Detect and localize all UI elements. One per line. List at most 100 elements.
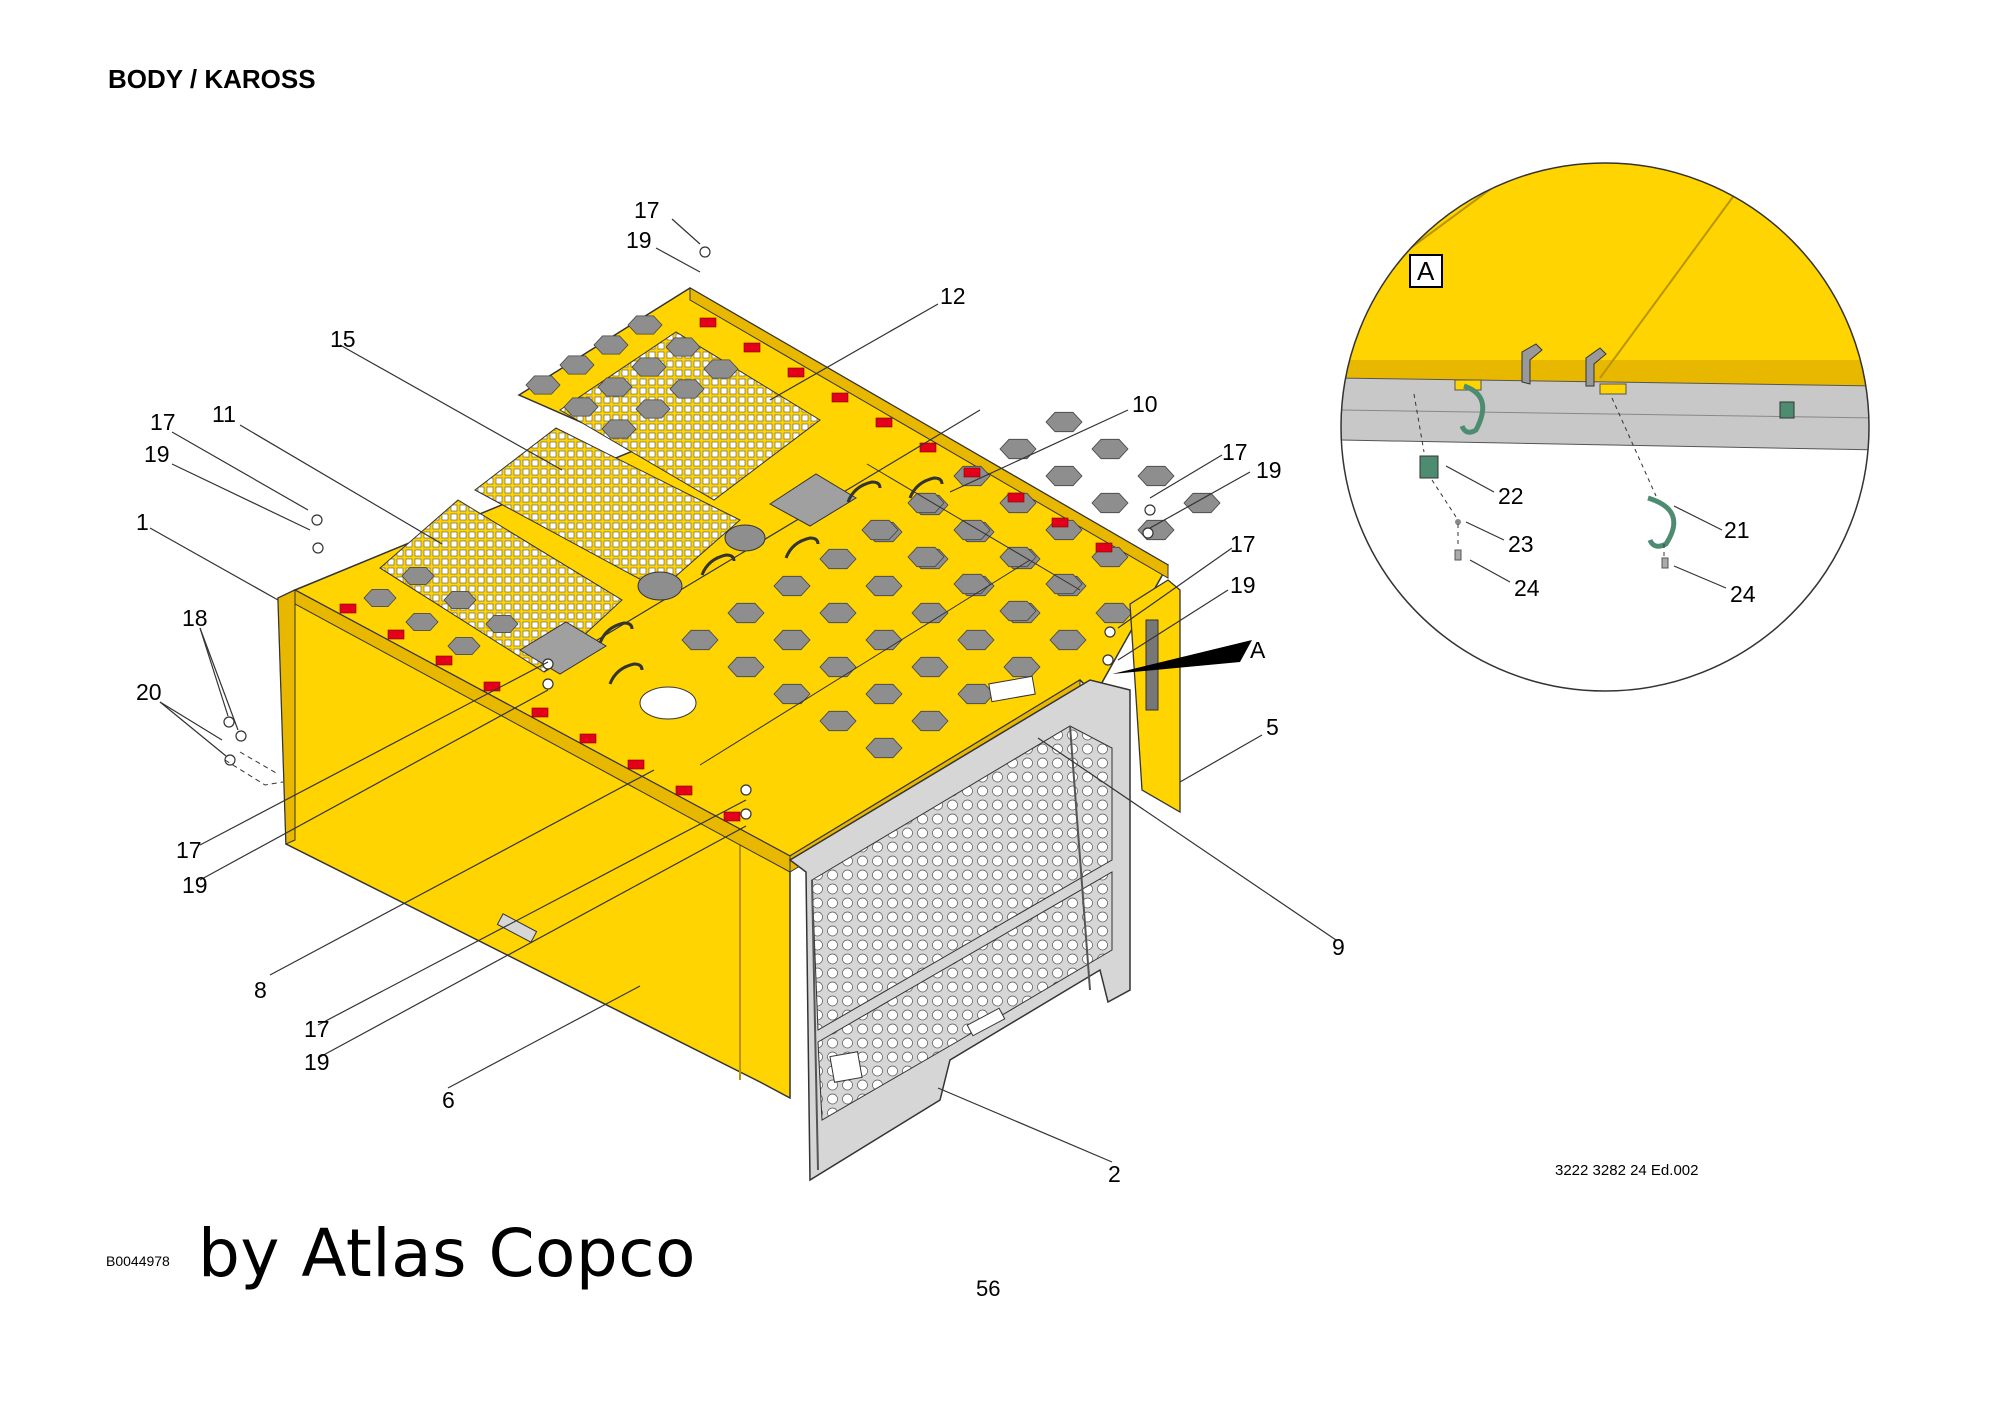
- hex-cutout: [1045, 573, 1083, 595]
- back-rim: [689, 287, 1169, 579]
- hex-cutout: [447, 637, 481, 655]
- hex-cutout: [953, 573, 991, 595]
- reflector: [743, 342, 761, 353]
- callout-17: 17: [176, 837, 202, 863]
- callout-12: 12: [940, 283, 966, 309]
- callout-10: 10: [1132, 391, 1158, 417]
- hex-cutout: [563, 397, 599, 417]
- detail-clamp-top: [1459, 383, 1486, 435]
- bolt: [235, 730, 247, 742]
- detail-a-label-box: [1409, 254, 1443, 288]
- bolt: [1144, 504, 1156, 516]
- callout-15: 15: [330, 326, 356, 352]
- mesh-grille-12: [559, 331, 821, 501]
- callout-18: 18: [182, 605, 208, 631]
- hex-cutout: [957, 683, 995, 705]
- callout-2: 2: [1108, 1161, 1121, 1187]
- callout-19: 19: [144, 441, 170, 467]
- hex-cutout: [363, 589, 397, 607]
- hex-cutout: [911, 710, 949, 732]
- hex-cutout: [593, 335, 629, 355]
- hex-cutout: [635, 399, 671, 419]
- callout-21: 21: [1724, 517, 1750, 543]
- image-code: B0044978: [106, 1253, 170, 1269]
- left-side-panel-edge: [277, 589, 296, 845]
- dashed-bolt-lines: [224, 751, 284, 786]
- bolt: [740, 808, 752, 820]
- reflector: [831, 392, 849, 403]
- hex-cutout: [559, 355, 595, 375]
- hex-cutout: [727, 656, 765, 678]
- bolt: [312, 542, 324, 554]
- reflector: [919, 442, 937, 453]
- hex-cutout: [907, 492, 945, 514]
- callout-24: 24: [1730, 581, 1756, 607]
- hex-cutout: [681, 629, 719, 651]
- reflector: [483, 681, 501, 692]
- hex-cutout: [1091, 438, 1129, 460]
- callout-17: 17: [1222, 439, 1248, 465]
- hex-cutout: [773, 629, 811, 651]
- detail-a-circle: [1340, 162, 1870, 692]
- hex-cutout: [819, 548, 857, 570]
- hex-cutout: [773, 575, 811, 597]
- hex-cutout: [665, 337, 701, 357]
- hex-cutout: [597, 377, 633, 397]
- bolt: [311, 514, 323, 526]
- round-opening: [639, 686, 697, 720]
- leader-lines: [149, 218, 1337, 1163]
- hex-cutout: [865, 683, 903, 705]
- callout-19: 19: [182, 872, 208, 898]
- hex-cutout: [601, 419, 637, 439]
- hex-cutout: [819, 602, 857, 624]
- page-number: 56: [976, 1276, 1001, 1301]
- reflector: [875, 417, 893, 428]
- hex-cutout: [1045, 465, 1083, 487]
- callout-22: 22: [1498, 483, 1524, 509]
- callout-11: 11: [212, 401, 236, 427]
- hex-cutout: [907, 546, 945, 568]
- callout-17: 17: [634, 197, 660, 223]
- callout-23: 23: [1508, 531, 1534, 557]
- bolt: [1102, 654, 1114, 666]
- grille-handle-slot: [966, 1007, 1006, 1037]
- callout-6: 6: [442, 1087, 455, 1113]
- callout-17: 17: [1230, 531, 1256, 557]
- reflector: [675, 785, 693, 796]
- watermark: by Atlas Copco: [198, 1215, 696, 1292]
- callout-20: 20: [136, 679, 162, 705]
- callout-24: 24: [1514, 575, 1540, 601]
- hex-cutout: [485, 615, 519, 633]
- perforated-area-lower: [817, 871, 1113, 1121]
- hex-cutout: [1091, 492, 1129, 514]
- detail-a-pointer-label: A: [1250, 637, 1266, 663]
- hex-cutouts: [363, 315, 1221, 759]
- hex-cutout: [865, 737, 903, 759]
- reflector: [1095, 542, 1113, 553]
- callout-5: 5: [1266, 714, 1279, 740]
- callout-19: 19: [1230, 572, 1256, 598]
- reflector: [579, 733, 597, 744]
- rect-opening: [988, 675, 1036, 703]
- callout-9: 9: [1332, 934, 1345, 960]
- callout-17: 17: [150, 409, 176, 435]
- mesh-grille-15: [474, 427, 741, 591]
- detail-clip-part-22: [1419, 455, 1439, 479]
- hex-cutout: [999, 600, 1037, 622]
- bolt: [224, 754, 236, 766]
- hex-cutout: [999, 438, 1037, 460]
- callout-8: 8: [254, 977, 267, 1003]
- perforated-area-upper: [811, 725, 1113, 1031]
- detail-leader-lines: [1445, 465, 1727, 589]
- hex-cutout: [865, 575, 903, 597]
- hex-cutout: [773, 683, 811, 705]
- hex-cutout: [1045, 411, 1083, 433]
- detail-a-view: [1341, 163, 1869, 691]
- hex-cutout: [1137, 465, 1175, 487]
- hex-cutout: [1095, 602, 1133, 624]
- hex-cutout: [631, 357, 667, 377]
- hex-cutout: [627, 315, 663, 335]
- hex-cutout: [957, 629, 995, 651]
- callout-17: 17: [304, 1016, 330, 1042]
